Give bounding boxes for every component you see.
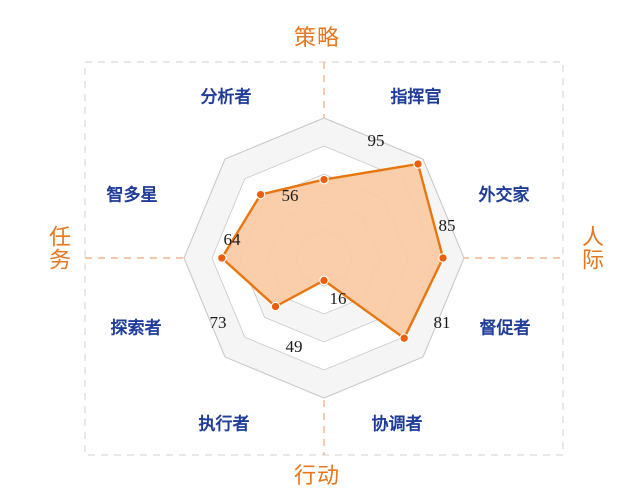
axis-label-executor: 执行者 [198, 414, 250, 434]
radar-point-commander[interactable] [413, 159, 423, 169]
radar-point-coordinator[interactable] [319, 275, 329, 286]
value-label-executor: 49 [285, 337, 303, 356]
axis-label-commander: 指挥官 [390, 87, 442, 107]
value-label-coordinator: 16 [329, 289, 347, 308]
radar-point-analyst[interactable] [319, 174, 329, 185]
radar-data-points [217, 159, 448, 343]
value-label-commander: 95 [367, 131, 385, 150]
quadrant-title-bottom: 行动 [293, 463, 340, 488]
axis-label-explorer: 探索者 [110, 318, 162, 338]
axis-label-coordinator: 协调者 [371, 414, 423, 434]
radar-point-driver[interactable] [399, 333, 409, 343]
axis-label-diplomat: 外交家 [478, 185, 530, 205]
value-label-diplomat: 85 [438, 216, 456, 235]
axis-label-analyst: 分析者 [200, 87, 252, 107]
radar-point-executor[interactable] [270, 301, 281, 312]
axis-label-driver: 督促者 [479, 318, 531, 338]
value-label-driver: 81 [433, 313, 451, 332]
radar-point-strategist[interactable] [255, 189, 266, 200]
value-label-strategist: 64 [223, 230, 241, 249]
value-label-explorer: 73 [209, 313, 227, 332]
radar-point-diplomat[interactable] [438, 253, 448, 263]
axis-label-strategist: 智多星 [106, 185, 158, 205]
quadrant-title-left: 任务 [46, 225, 71, 271]
quadrant-title-top: 策略 [293, 25, 340, 50]
quadrant-title-right: 人际 [579, 225, 604, 271]
value-label-analyst: 56 [281, 186, 299, 205]
radar-point-explorer[interactable] [217, 253, 227, 263]
